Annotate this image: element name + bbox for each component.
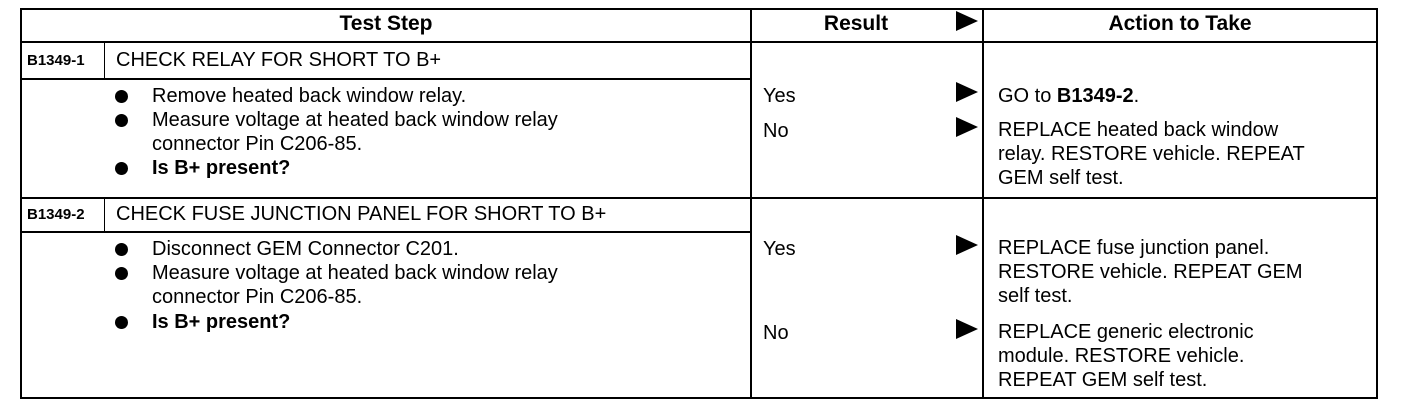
step2-action-yes-line1: REPLACE fuse junction panel.: [998, 237, 1270, 259]
step1-action-no-line2: relay. RESTORE vehicle. REPEAT: [998, 143, 1305, 165]
step2-bullet1-icon: [115, 243, 128, 256]
header-arrow-icon: [956, 11, 978, 31]
step2-result-no: No: [763, 322, 789, 344]
step2-code: B1349-2: [27, 206, 85, 223]
step1-bullet2-line2: connector Pin C206-85.: [152, 133, 363, 155]
step2-action-no-line1: REPLACE generic electronic: [998, 321, 1254, 343]
step1-bullet2-line1: Measure voltage at heated back window re…: [152, 109, 558, 131]
step2-action-yes-line2: RESTORE vehicle. REPEAT GEM: [998, 261, 1303, 283]
step1-action-yes: GO to B1349-2.: [998, 85, 1140, 107]
step1-action-no-line3: GEM self test.: [998, 167, 1124, 189]
header-test-step: Test Step: [339, 12, 433, 35]
step2-bullet2-line1: Measure voltage at heated back window re…: [152, 262, 558, 284]
step2-bullet2-icon: [115, 267, 128, 280]
step2-action-no-line3: REPEAT GEM self test.: [998, 369, 1208, 391]
step2-action-no-line2: module. RESTORE vehicle.: [998, 345, 1245, 367]
step1-action-no-line1: REPLACE heated back window: [998, 119, 1279, 141]
step1-bullet2-icon: [115, 114, 128, 127]
step1-title-bottom: [20, 78, 752, 80]
header-result: Result: [823, 12, 889, 35]
step1-code: B1349-1: [27, 52, 85, 69]
step2-no-arrow-icon: [956, 319, 978, 339]
table-left-border: [20, 8, 22, 399]
step2-result-yes: Yes: [763, 238, 796, 260]
step2-bullet3: Is B+ present?: [152, 311, 291, 333]
step1-yes-arrow-icon: [956, 82, 978, 102]
step1-bullet1-icon: [115, 90, 128, 103]
step1-result-no: No: [763, 120, 789, 142]
step1-bullet3: Is B+ present?: [152, 157, 291, 179]
step2-title-bottom: [20, 231, 752, 233]
step2-code-divider: [104, 199, 105, 232]
table-bottom-border: [20, 397, 1378, 399]
result-column-divider: [750, 8, 752, 399]
step2-action-yes-line3: self test.: [998, 285, 1073, 307]
header-action: Action to Take: [1108, 12, 1252, 35]
step-divider: [20, 197, 1378, 199]
step2-title: CHECK FUSE JUNCTION PANEL FOR SHORT TO B…: [116, 203, 607, 225]
step2-bullet2-line2: connector Pin C206-85.: [152, 286, 363, 308]
step1-code-divider: [104, 43, 105, 79]
action-column-divider: [982, 8, 984, 399]
header-bottom-border: [20, 41, 1378, 43]
step1-bullet1: Remove heated back window relay.: [152, 85, 467, 107]
step2-bullet3-icon: [115, 316, 128, 329]
step2-bullet1: Disconnect GEM Connector C201.: [152, 238, 459, 260]
step1-bullet3-icon: [115, 162, 128, 175]
step1-result-yes: Yes: [763, 85, 796, 107]
step1-title: CHECK RELAY FOR SHORT TO B+: [116, 49, 442, 71]
table-right-border: [1376, 8, 1378, 399]
table-top-border: [20, 8, 1378, 10]
step2-yes-arrow-icon: [956, 235, 978, 255]
step1-no-arrow-icon: [956, 117, 978, 137]
